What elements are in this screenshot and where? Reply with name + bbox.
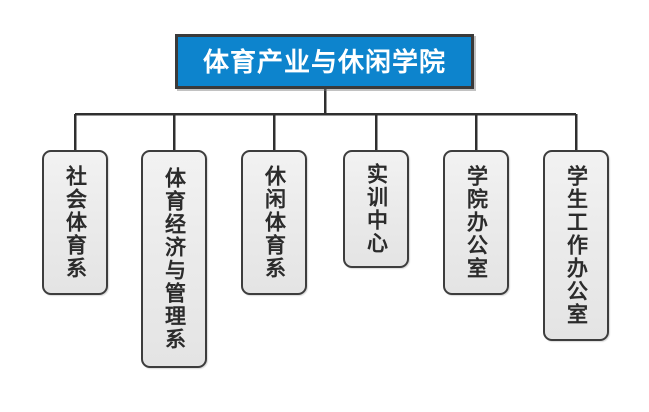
child-node-college-office[interactable]: 学院办公室 — [443, 150, 509, 295]
child-node-label: 学生工作办公室 — [564, 165, 588, 326]
child-node-leisure-sports[interactable]: 休闲体育系 — [241, 150, 307, 295]
child-node-label: 学院办公室 — [464, 165, 488, 280]
child-node-social-sports[interactable]: 社会体育系 — [42, 150, 108, 295]
child-node-label: 社会体育系 — [63, 165, 87, 280]
child-node-training-center[interactable]: 实训中心 — [343, 150, 409, 268]
child-node-label: 休闲体育系 — [262, 165, 286, 280]
root-node-college[interactable]: 体育产业与休闲学院 — [175, 34, 474, 89]
child-node-label: 实训中心 — [364, 163, 388, 255]
root-node-label: 体育产业与休闲学院 — [202, 46, 446, 77]
child-node-label: 体育经济与管理系 — [162, 167, 186, 351]
child-node-sports-economics-management[interactable]: 体育经济与管理系 — [141, 150, 207, 368]
child-node-student-affairs-office[interactable]: 学生工作办公室 — [543, 150, 609, 341]
